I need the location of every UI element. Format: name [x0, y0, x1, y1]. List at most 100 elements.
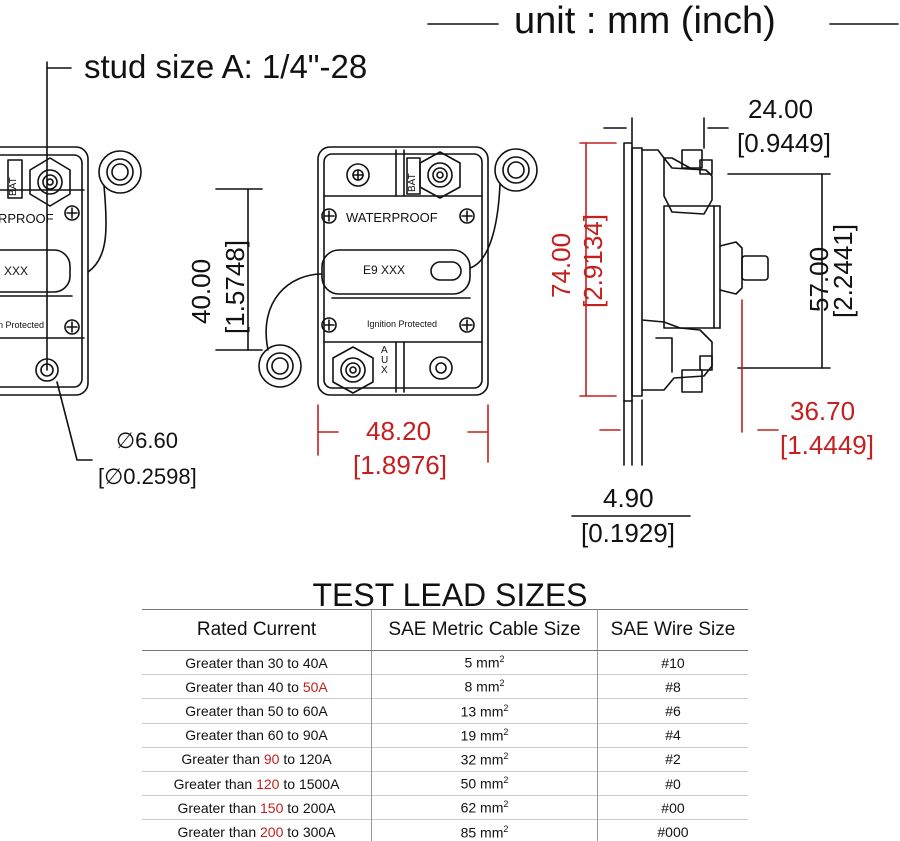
left-waterproof-text: RPROOF: [0, 211, 54, 226]
dim-48-lines: [317, 404, 489, 463]
rated-current-cell: Greater than 60 to 90A: [142, 722, 372, 748]
dim-24-in: [0.9449]: [737, 128, 831, 158]
range-to: to: [279, 751, 299, 768]
range-low: 40: [267, 678, 284, 695]
side-view: [571, 117, 831, 517]
rated-current-cell: Greater than 50 to 60A: [142, 698, 372, 724]
range-prefix: Greater than: [173, 775, 257, 792]
cable-exponent: 2: [503, 702, 509, 713]
range-high: 120A: [298, 751, 332, 768]
cable-size: 13 mm: [460, 703, 504, 720]
cable-exponent: 2: [499, 678, 505, 689]
rated-current-cell: Greater than 200 to 300A: [142, 819, 372, 841]
cable-size: 32 mm: [460, 751, 504, 768]
range-high: 300A: [302, 823, 336, 840]
center-breaker-view: [258, 146, 538, 396]
left-ignition-text: n Protected: [0, 320, 45, 330]
range-prefix: Greater than: [185, 678, 268, 695]
metric-cable-cell: 32 mm2: [371, 746, 598, 772]
rated-current-cell: Greater than 40 to 50A: [142, 674, 372, 699]
metric-cable-cell: 5 mm2: [371, 649, 598, 675]
metric-cable-cell: 19 mm2: [371, 722, 598, 748]
wire-size-cell: #0: [597, 770, 748, 796]
center-waterproof-text: WATERPROOF: [346, 210, 438, 225]
dim-36-mm: 36.70: [790, 396, 856, 426]
cable-exponent: 2: [503, 775, 509, 786]
range-high: 200A: [302, 799, 336, 816]
cable-size: 50 mm: [460, 775, 504, 792]
wire-size-cell: #00: [597, 795, 748, 820]
wire-size-cell: #4: [597, 722, 748, 748]
cable-exponent: 2: [503, 751, 509, 762]
test-lead-table: Rated Current SAE Metric Cable Size SAE …: [142, 609, 748, 841]
dim-4-mm: 4.90: [603, 483, 654, 513]
range-high: 40A: [302, 654, 328, 671]
metric-cable-cell: 8 mm2: [371, 674, 598, 699]
table-row: Greater than 120 to 1500A 50 mm2 #0: [142, 770, 748, 796]
range-prefix: Greater than: [185, 702, 268, 719]
range-low: 90: [263, 751, 280, 768]
range-to: to: [283, 799, 303, 816]
center-bat-text: BAT: [407, 173, 418, 192]
cable-exponent: 2: [499, 654, 505, 665]
cable-size: 85 mm: [460, 824, 504, 841]
dim-24-mm: 24.00: [748, 94, 814, 124]
range-high: 50A: [302, 678, 328, 695]
range-high: 90A: [302, 727, 328, 744]
metric-cable-cell: 85 mm2: [371, 819, 598, 841]
dim-4-in: [0.1929]: [581, 518, 675, 548]
left-model-text: XXX: [4, 264, 29, 278]
wire-size-cell: #000: [597, 819, 748, 841]
cable-exponent: 2: [503, 726, 509, 737]
cable-size: 5 mm: [464, 654, 500, 671]
range-prefix: Greater than: [177, 799, 260, 816]
range-low: 50: [267, 702, 284, 719]
header-rated-current: Rated Current: [142, 609, 372, 651]
metric-cable-cell: 62 mm2: [371, 795, 598, 820]
range-high: 1500A: [298, 775, 340, 792]
hole-diameter-mm: ∅6.60: [116, 428, 178, 453]
range-prefix: Greater than: [185, 654, 268, 671]
cable-size: 62 mm: [460, 800, 504, 817]
left-breaker-view: [0, 146, 142, 461]
range-low: 120: [256, 775, 280, 792]
dim-74-mm: 74.00: [546, 232, 576, 298]
rated-current-cell: Greater than 120 to 1500A: [142, 770, 372, 796]
center-ignition-text: Ignition Protected: [367, 319, 438, 329]
range-to: to: [283, 702, 303, 719]
range-low: 150: [260, 799, 284, 816]
range-prefix: Greater than: [177, 823, 260, 840]
range-to: to: [283, 654, 303, 671]
wire-size-cell: #6: [597, 698, 748, 724]
dim-74-in: [2.9134]: [578, 214, 608, 308]
range-low: 60: [267, 727, 284, 744]
aux-text: AUX: [381, 345, 389, 376]
range-to: to: [279, 775, 299, 792]
cable-exponent: 2: [503, 799, 509, 810]
dim-36-in: [1.4449]: [780, 430, 874, 460]
range-high: 60A: [302, 702, 328, 719]
range-low: 200: [260, 823, 284, 840]
dim-40-mm: 40.00: [186, 258, 216, 324]
cable-exponent: 2: [503, 823, 509, 834]
range-low: 30: [267, 654, 284, 671]
metric-cable-cell: 13 mm2: [371, 698, 598, 724]
wire-size-cell: #8: [597, 674, 748, 699]
wire-size-cell: #2: [597, 746, 748, 772]
dim-40-lines: [215, 188, 263, 351]
range-to: to: [283, 823, 303, 840]
dim-48-mm: 48.20: [366, 416, 432, 446]
wire-size-cell: #10: [597, 649, 748, 675]
dim-48-in: [1.8976]: [353, 450, 447, 480]
cable-size: 19 mm: [460, 727, 504, 744]
range-prefix: Greater than: [181, 751, 264, 768]
table-header-row: Rated Current SAE Metric Cable Size SAE …: [142, 609, 748, 651]
